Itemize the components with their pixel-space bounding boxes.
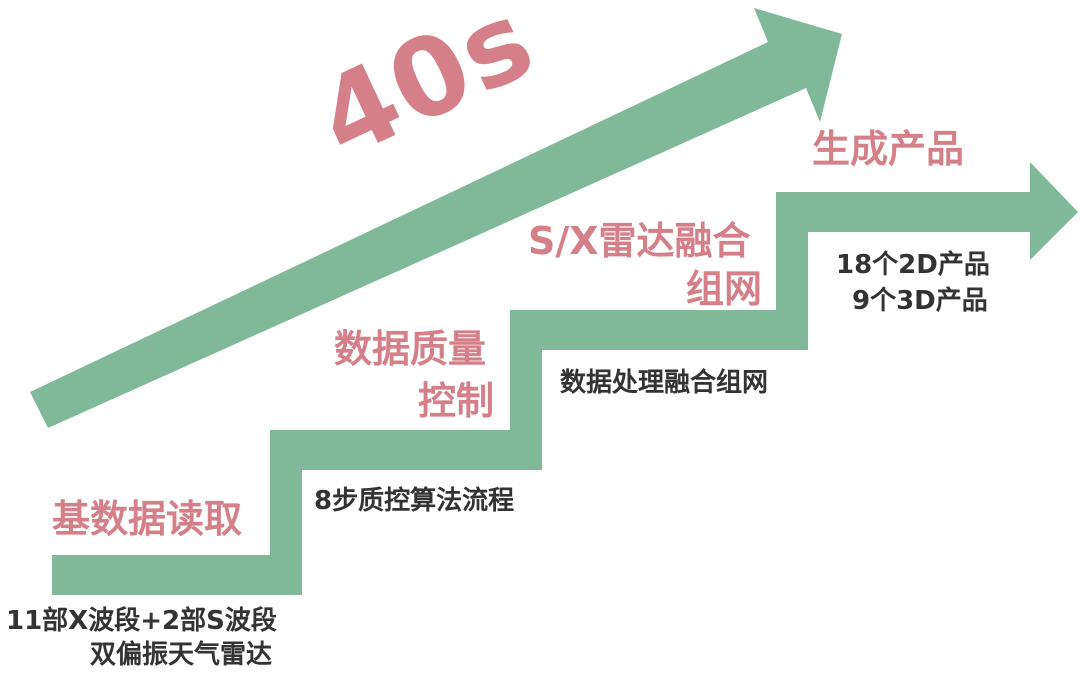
step4-title: 生成产品 [812, 127, 965, 171]
step1-caption-line2: 双偏振天气雷达 [90, 640, 273, 670]
staircase-arrow [52, 162, 1078, 595]
step3-caption: 数据处理融合组网 [560, 368, 769, 398]
step2-caption: 8步质控算法流程 [314, 486, 515, 516]
big-diagonal-arrow [30, 8, 842, 428]
step3-title-line2: 组网 [686, 267, 763, 311]
step3-title-line1: S/X雷达融合 [528, 219, 751, 263]
step1-title: 基数据读取 [52, 497, 243, 541]
step2-title-line2: 控制 [418, 379, 495, 423]
step4-caption-line2: 9个3D产品 [852, 286, 988, 316]
step1-caption-line1: 11部X波段+2部S波段 [6, 606, 277, 636]
step4-caption-line1: 18个2D产品 [836, 250, 990, 280]
step2-title-line1: 数据质量 [334, 327, 487, 371]
